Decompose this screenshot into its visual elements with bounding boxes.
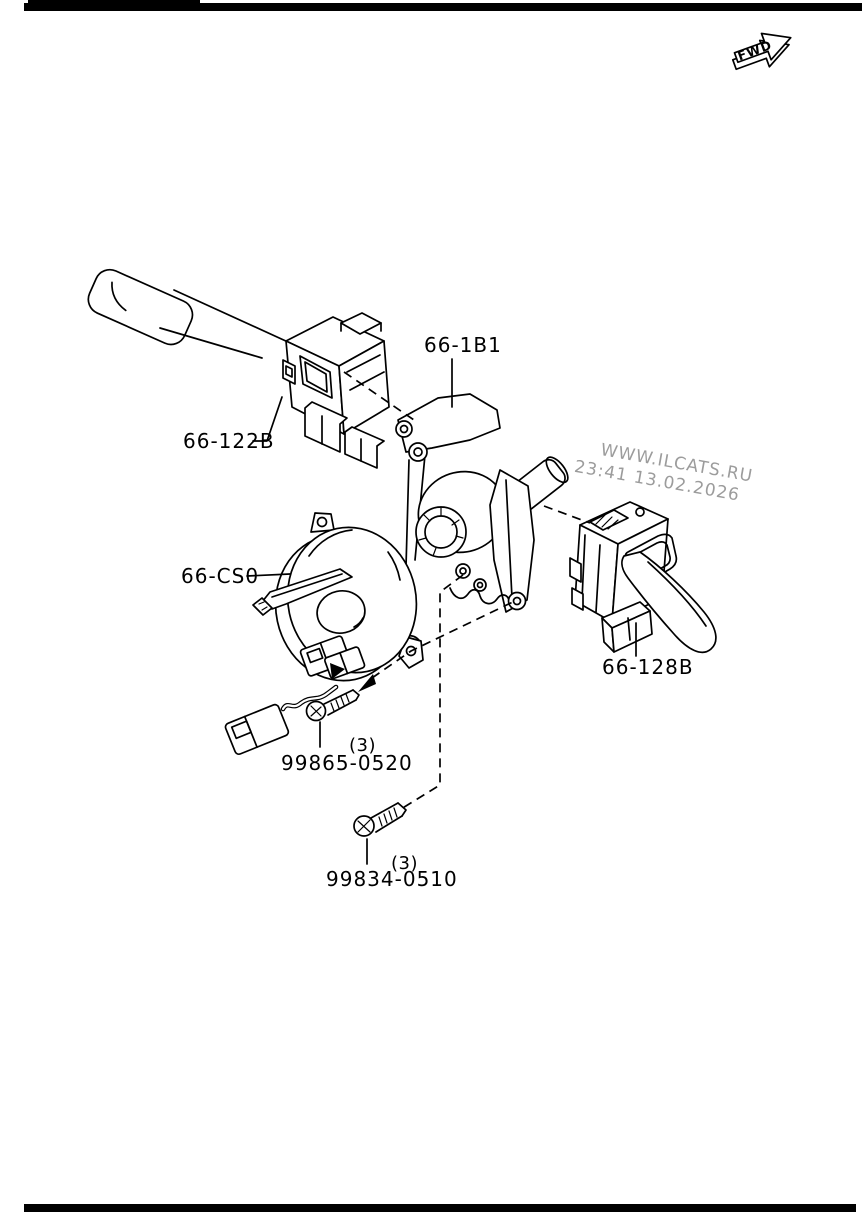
part-label-66-128b[interactable]: 66-128B bbox=[602, 655, 694, 679]
top-border-line bbox=[24, 3, 862, 11]
part-label-99834-0510[interactable]: 99834-0510 bbox=[326, 867, 458, 891]
fwd-arrow-icon: FWD bbox=[731, 32, 792, 71]
screw-direction-arrow bbox=[358, 674, 376, 692]
assembly-dashed-lines bbox=[343, 371, 591, 810]
wire-direction-arrow bbox=[330, 663, 345, 679]
screw-upper-drawing bbox=[305, 689, 360, 722]
fwd-arrow-label: FWD bbox=[735, 37, 774, 63]
turn-signal-switch-drawing bbox=[87, 268, 390, 469]
combination-switch-housing-drawing bbox=[395, 393, 569, 659]
qty-label-lower-screw: (3) bbox=[391, 853, 418, 874]
part-label-66-1b1[interactable]: 66-1B1 bbox=[424, 333, 502, 357]
screw-lower-drawing bbox=[353, 802, 407, 837]
clock-spring-drawing bbox=[224, 512, 424, 756]
part-label-66-cs0[interactable]: 66-CS0 bbox=[181, 564, 259, 588]
part-label-66-122b[interactable]: 66-122B bbox=[183, 429, 275, 453]
watermark: WWW.ILCATS.RU 23:41 13.02.2026 bbox=[573, 440, 755, 506]
part-label-99865-0520[interactable]: 99865-0520 bbox=[281, 751, 413, 775]
qty-label-upper-screw: (3) bbox=[349, 735, 376, 756]
label-leader-lines bbox=[246, 358, 637, 865]
bottom-border-line bbox=[24, 1204, 856, 1212]
wiper-switch-drawing bbox=[569, 501, 717, 654]
